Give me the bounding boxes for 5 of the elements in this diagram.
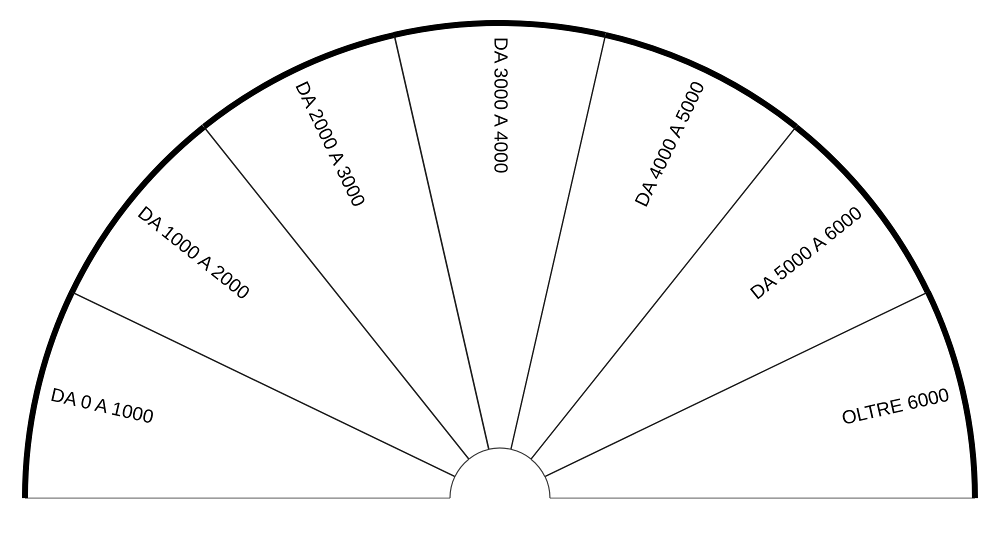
sector-label: DA 2000 A 3000 [291, 78, 368, 210]
sector-label: DA 4000 A 5000 [632, 78, 709, 210]
sector-label: DA 0 A 1000 [48, 386, 155, 428]
sector-label: OLTRE 6000 [840, 386, 952, 430]
sector-label: DA 3000 A 4000 [490, 37, 510, 174]
